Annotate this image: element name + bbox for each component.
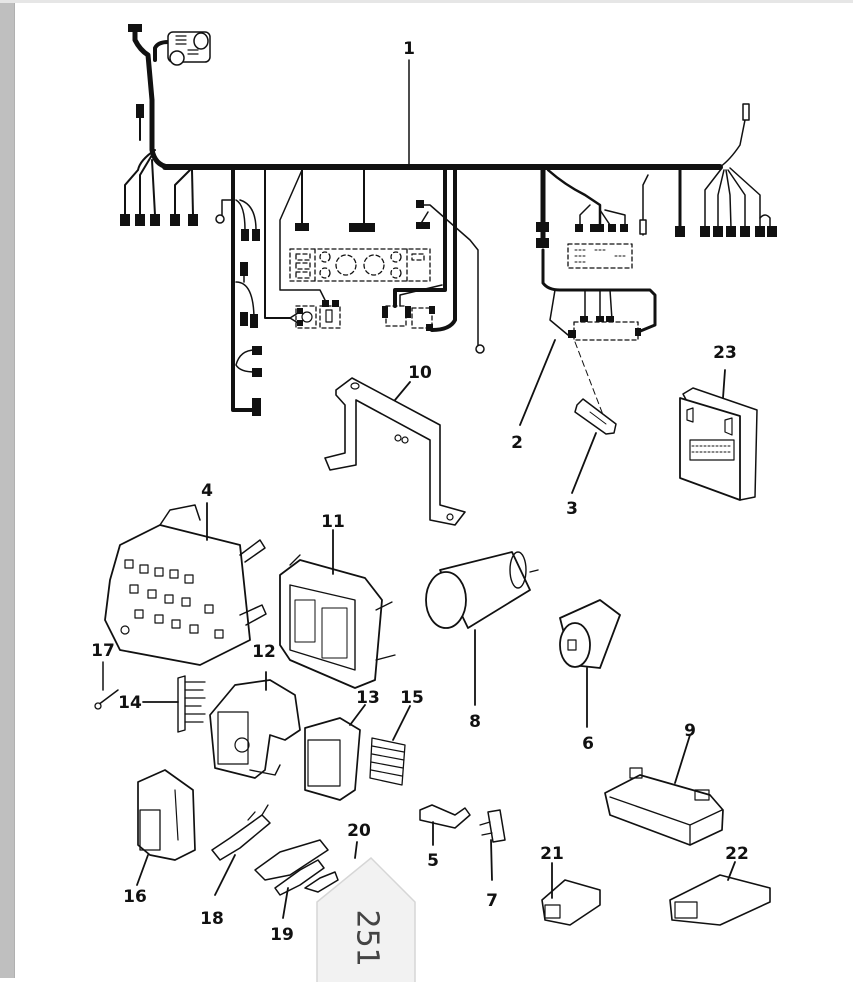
callout-15: 15 — [400, 688, 424, 708]
callout-19: 19 — [270, 925, 294, 945]
part-7-breaker — [479, 809, 506, 843]
callout-6: 6 — [582, 734, 594, 754]
part-13-connector — [304, 717, 361, 801]
callout-11: 11 — [321, 512, 345, 532]
wiring-harness — [120, 24, 777, 416]
callout-1: 1 — [403, 39, 415, 59]
page-number-tab[interactable]: 251 — [316, 857, 416, 982]
callout-2: 2 — [511, 433, 523, 453]
part-9-housing — [604, 767, 724, 846]
callout-13: 13 — [356, 688, 380, 708]
page-edge-strip — [0, 3, 15, 978]
part-6-flasher — [559, 599, 621, 669]
part-16-housing — [137, 769, 196, 861]
part-12-connector — [209, 679, 301, 779]
callout-9: 9 — [684, 721, 696, 741]
page-tab-shape — [316, 857, 416, 982]
top-border — [0, 0, 853, 3]
callout-12: 12 — [252, 642, 276, 662]
part-23-module — [679, 387, 758, 501]
harness-connector-top — [167, 31, 211, 66]
callout-10: 10 — [408, 363, 432, 383]
callout-labels: 1 2 3 4 5 6 7 8 9 10 11 12 13 14 15 16 1… — [91, 39, 749, 945]
callout-18: 18 — [200, 909, 224, 929]
callout-3: 3 — [566, 499, 578, 519]
part-10-bracket — [324, 377, 466, 526]
callout-14: 14 — [118, 693, 142, 713]
part-11-bulkhead-connector — [279, 554, 396, 689]
part-15-comb — [369, 737, 406, 786]
part-22-connector — [669, 874, 771, 926]
callout-20: 20 — [347, 821, 371, 841]
callout-23: 23 — [713, 343, 737, 363]
callout-5: 5 — [427, 851, 439, 871]
part-14-comb — [177, 675, 206, 733]
callout-4: 4 — [201, 481, 213, 501]
callout-17: 17 — [91, 641, 115, 661]
page-number: 251 — [349, 909, 385, 967]
part-4-fuse-block — [104, 504, 267, 666]
part-5-fuse — [419, 804, 471, 829]
callout-21: 21 — [540, 844, 564, 864]
part-3-bulb — [574, 398, 617, 435]
callout-7: 7 — [486, 891, 498, 911]
callout-22: 22 — [725, 844, 749, 864]
callout-16: 16 — [123, 887, 147, 907]
part-18-terminal — [211, 804, 271, 861]
part-19-terminals — [254, 839, 329, 896]
part-21-connector — [541, 879, 601, 926]
part-8-flasher — [425, 551, 539, 629]
callout-8: 8 — [469, 712, 481, 732]
